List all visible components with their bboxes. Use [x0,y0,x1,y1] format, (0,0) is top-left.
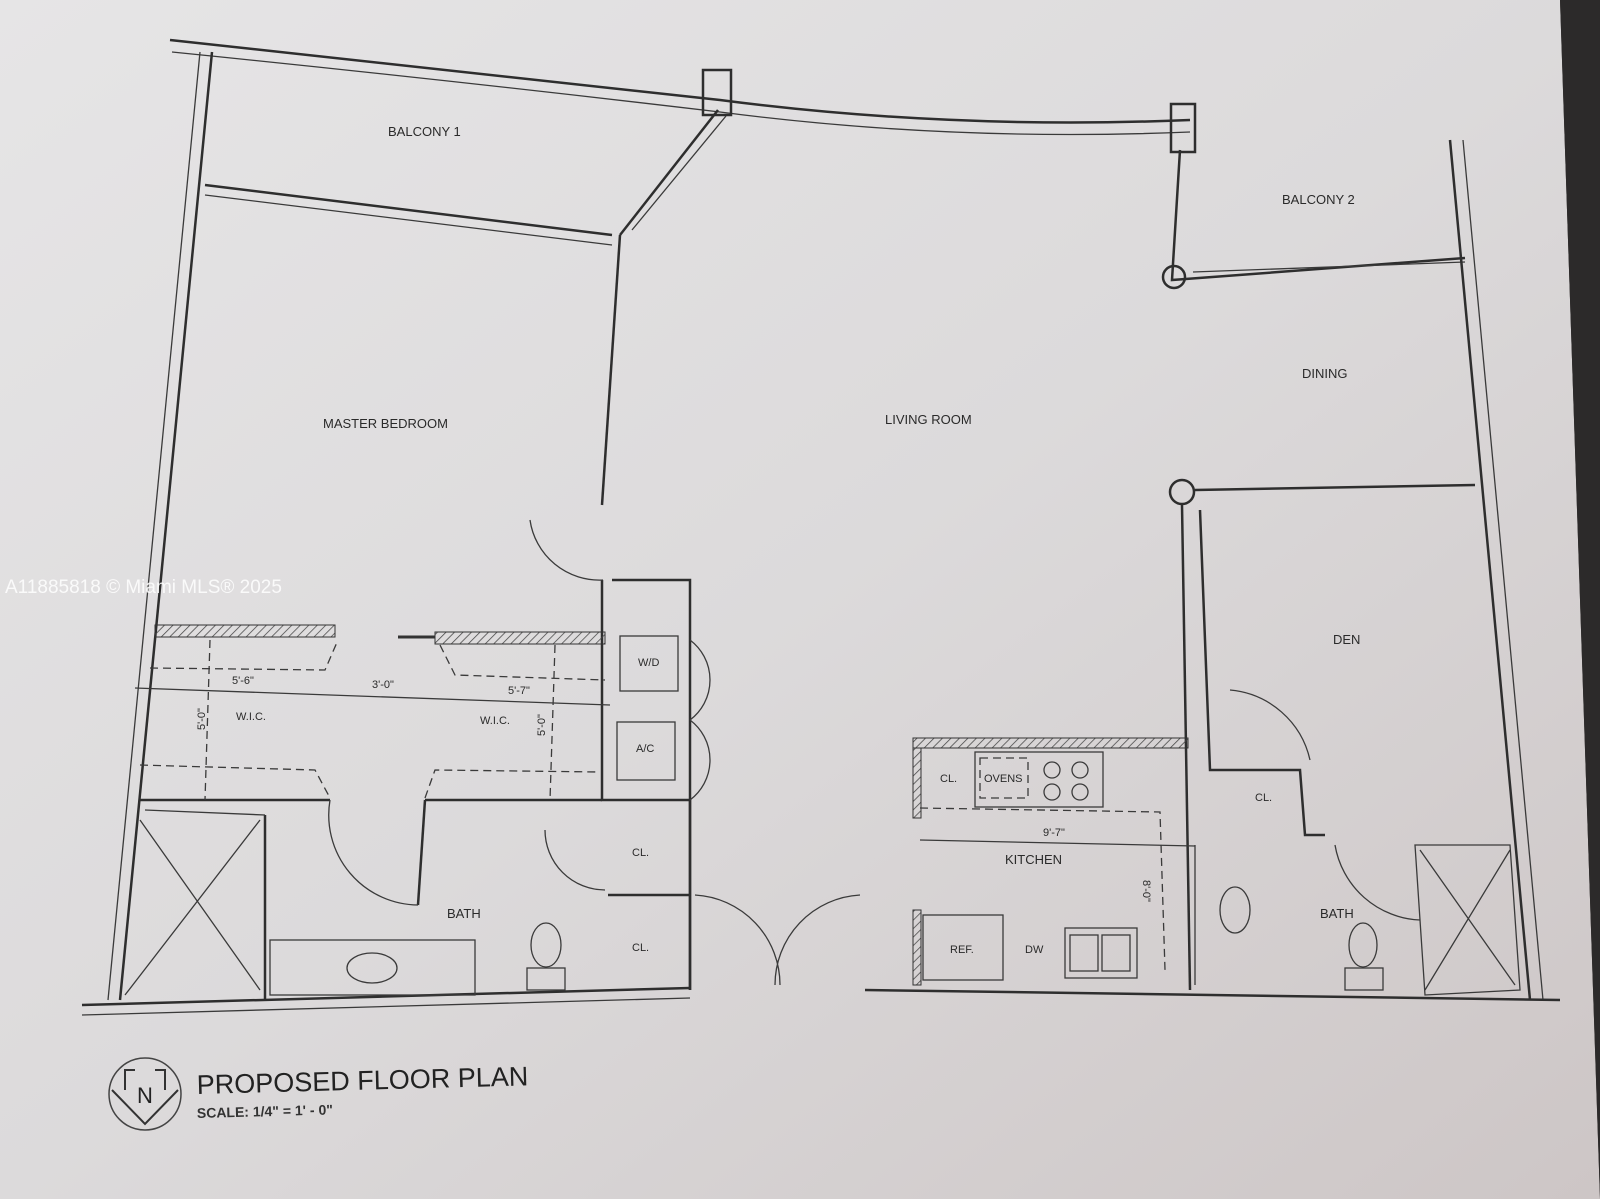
room-label-closet-1: CL. [632,847,649,859]
room-label-living-room: LIVING ROOM [885,412,972,427]
label-dishwasher: DW [1025,944,1044,956]
background [1560,0,1600,1199]
room-label-balcony-2: BALCONY 2 [1282,192,1355,207]
label-ovens: OVENS [984,773,1023,785]
dimension-lines [134,639,1196,985]
room-label-ac: A/C [636,743,654,755]
room-label-wd: W/D [638,657,659,669]
dimension-5-0-left: 5'-0" [196,708,208,730]
room-label-bath-2: BATH [1320,906,1354,921]
dimension-5-0-right: 5'-0" [536,714,548,736]
room-label-dining: DINING [1302,366,1348,381]
north-arrow-icon [111,1069,179,1126]
room-labels: BALCONY 1 BALCONY 2 MASTER BEDROOM LIVIN… [236,124,1360,956]
compass-circle-icon [108,1057,182,1131]
room-label-balcony-1: BALCONY 1 [388,124,461,139]
room-label-wic-2: W.I.C. [480,715,510,727]
room-label-closet-4: CL. [1255,792,1272,804]
north-arrow: N [108,1057,182,1131]
room-label-bath-1: BATH [447,906,481,921]
room-label-master-bedroom: MASTER BEDROOM [323,416,448,431]
dimension-9-7: 9'-7" [1043,827,1065,839]
room-label-closet-2: CL. [632,942,649,954]
dimension-3-0: 3'-0" [372,679,394,691]
north-label: N [137,1083,153,1108]
plan-scale: SCALE: 1/4" = 1' - 0" [197,1101,333,1121]
label-refrigerator: REF. [950,944,974,956]
walls [81,38,1561,1016]
dimension-5-7: 5'-7" [508,685,530,697]
room-label-wic-1: W.I.C. [236,711,266,723]
dimension-5-6: 5'-6" [232,675,254,687]
mls-watermark: A11885818 © Miami MLS® 2025 [5,577,282,598]
dimension-labels: 5'-6" 3'-0" 5'-7" 5'-0" 5'-0" 9'-7" 8'-0… [196,675,1152,902]
room-label-kitchen: KITCHEN [1005,852,1062,867]
dimension-8-0: 8'-0" [1140,880,1152,902]
room-label-den: DEN [1333,632,1360,647]
room-label-closet-3: CL. [940,773,957,785]
